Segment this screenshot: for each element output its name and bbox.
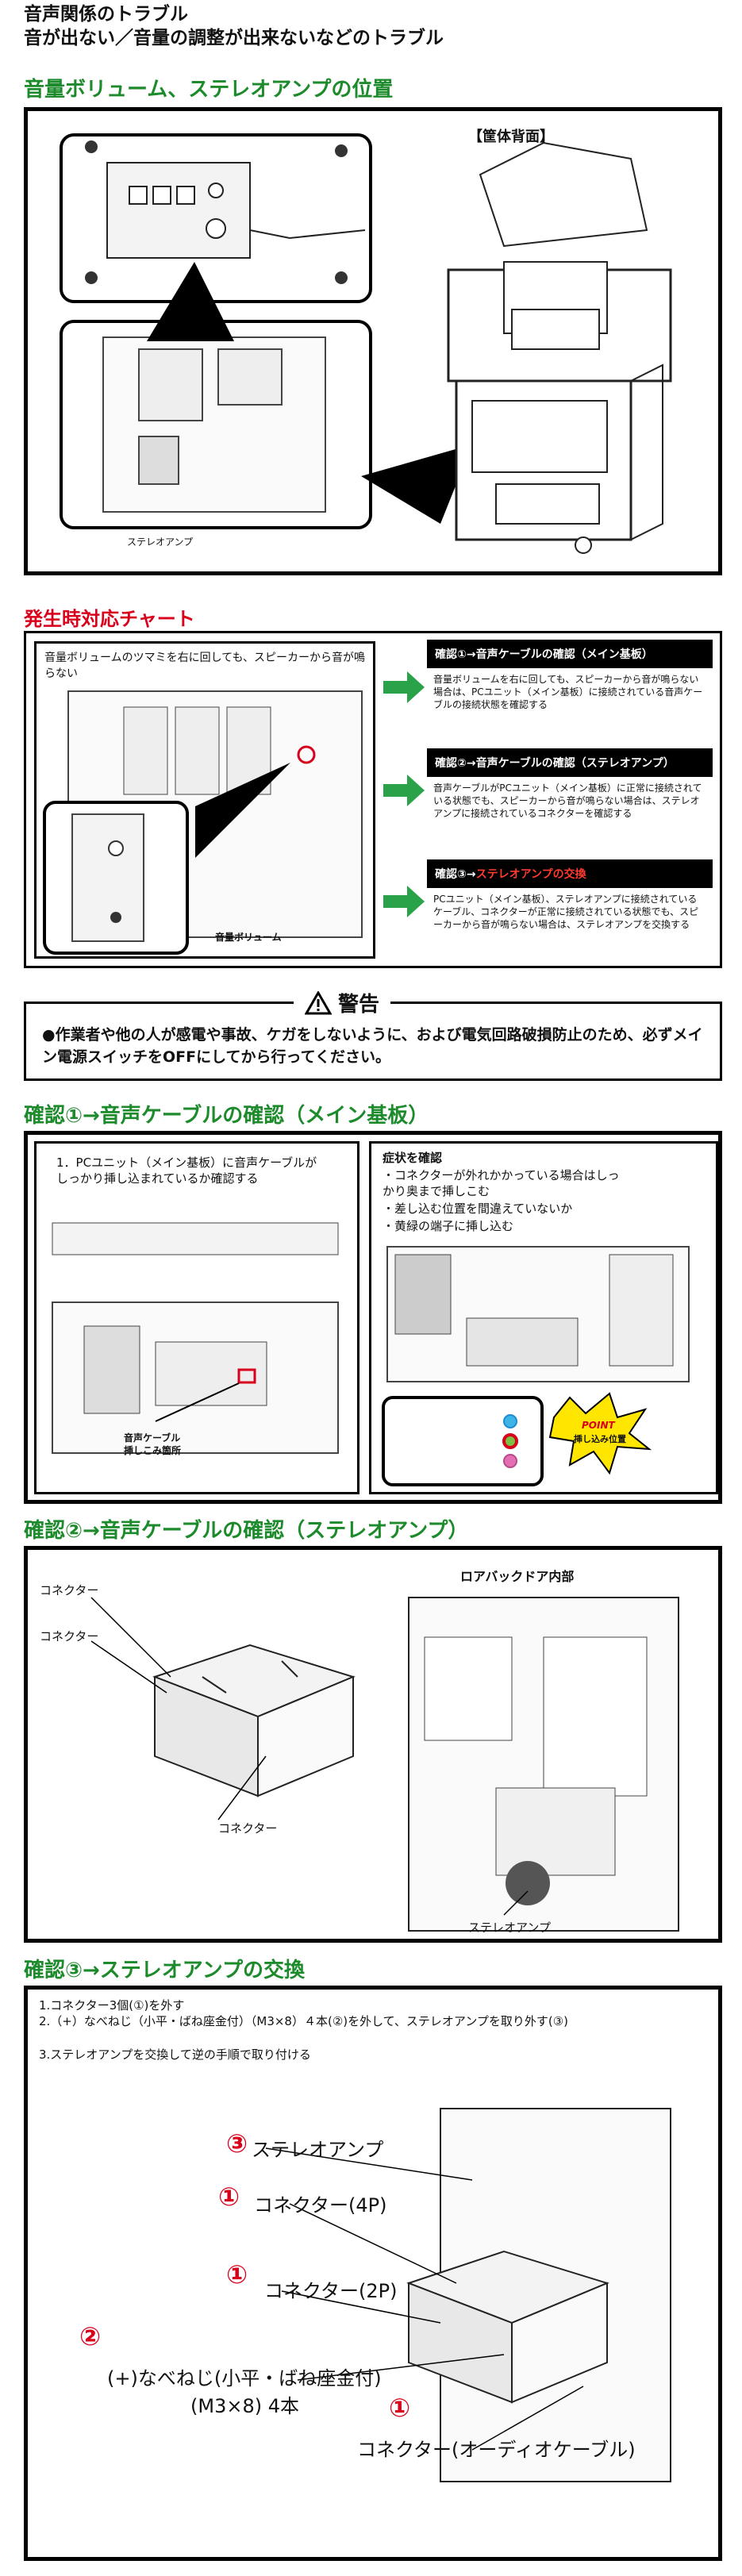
step3-body: PCユニット（メイン基板）、ステレオアンプに接続されているケーブル、コネクターが… [433, 894, 699, 930]
callout-3: ③ [226, 2128, 248, 2159]
section-title-location: 音量ボリューム、ステレオアンプの位置 [24, 78, 394, 102]
check2-amp-label: ステレオアンプ [468, 1920, 551, 1935]
check1-illustration [52, 1222, 339, 1454]
check3-title: 確認③→ステレオアンプの交換 [24, 1959, 305, 1982]
symptom-item-1: ・コネクターが外れかかっている場合はしっかり奥まで挿しこむ [383, 1168, 620, 1198]
warning-header: 警告 [294, 988, 391, 1017]
check3-step-2: 2.（+）なべねじ（小平・ばね座金付）（M3×8）４本(②)を外して、ステレオア… [39, 2014, 569, 2028]
arrow-step3-icon [383, 886, 425, 917]
insert-position-label: 音声ケーブル 挿しこみ箇所 [124, 1432, 182, 1456]
cabinet-rear-label: 【筐体背面】 [468, 129, 554, 145]
step1-body: 音量ボリュームを右に回しても、スピーカーから音が鳴らない場合は、PCユニット（メ… [433, 674, 703, 710]
pc-unit-illustration [382, 1246, 690, 1486]
callout-connector-audio: コネクター(オーディオケーブル) [357, 2439, 636, 2461]
warning-title: 警告 [338, 993, 380, 1017]
callout-connector-2p: コネクター(2P) [264, 2280, 398, 2302]
step3-heading: 確認③→ステレオアンプの交換 [427, 859, 713, 888]
check3-step-1: 1.コネクター3個(①)を外す [39, 1998, 185, 2013]
check2-panel: ロアバックドア内部 コネクター コネクター コネクター ステレオアンプ [24, 1546, 722, 1943]
location-illustration [60, 133, 672, 554]
check1-left: 1．PCユニット（メイン基板）に音声ケーブルがしっかり挿し込まれているか確認する… [34, 1141, 359, 1494]
callout-amp: ステレオアンプ [252, 2139, 384, 2161]
chart-step-3: 確認③→ステレオアンプの交換 PCユニット（メイン基板）、ステレオアンプに接続さ… [427, 859, 713, 936]
callout-1b: ① [226, 2259, 248, 2290]
chart-caption: 音量ボリュームのツマミを右に回しても、スピーカーから音が鳴らない [44, 652, 366, 680]
chart-step-1: 確認①→音声ケーブルの確認（メイン基板） 音量ボリュームを右に回しても、スピーカ… [427, 640, 713, 716]
lower-back-door-label: ロアバックドア内部 [460, 1569, 575, 1584]
symptom-title: 症状を確認 [383, 1151, 443, 1165]
callout-1a: ① [218, 2182, 240, 2212]
chart-diagram: 音量ボリュームのツマミを右に回しても、スピーカーから音が鳴らない 音量ボリューム [34, 641, 375, 959]
check3-illustration [265, 2108, 671, 2482]
step2-heading: 確認②→音声ケーブルの確認（ステレオアンプ） [427, 748, 713, 777]
callout-screw-1: (+)なべねじ(小平・ばね座金付) [107, 2367, 382, 2390]
arrow-step1-icon [383, 671, 425, 703]
check3-step-3: 3.ステレオアンプを交換して逆の手順で取り付ける [39, 2047, 311, 2062]
check1-step: 1．PCユニット（メイン基板）に音声ケーブルがしっかり挿し込まれているか確認する [56, 1155, 317, 1186]
callout-connector-4p: コネクター(4P) [254, 2194, 387, 2217]
check1-right: 症状を確認 ・コネクターが外れかかっている場合はしっかり奥まで挿しこむ ・差し込… [369, 1141, 718, 1494]
chart-title: 発生時対応チャート [24, 608, 195, 630]
check1-title: 確認①→音声ケーブルの確認（メイン基板） [24, 1104, 429, 1128]
point-sub-label: 挿し込み位置 [574, 1434, 626, 1444]
stereo-amp-label: ステレオアンプ [127, 536, 194, 548]
chart-panel: 音量ボリュームのツマミを右に回しても、スピーカーから音が鳴らない 音量ボリューム… [24, 631, 722, 968]
connector-label-3: コネクター [218, 1821, 278, 1836]
step2-body: 音声ケーブルがPCユニット（メイン基板）に正常に接続されている状態でも、スピーカ… [433, 782, 702, 819]
chart-step-2: 確認②→音声ケーブルの確認（ステレオアンプ） 音声ケーブルがPCユニット（メイン… [427, 748, 713, 825]
arrow-step2-icon [383, 775, 425, 806]
connector-label-1: コネクター [40, 1583, 99, 1598]
volume-knob-label: 音量ボリューム [215, 932, 282, 943]
connector-label-2: コネクター [40, 1629, 99, 1644]
chart-diagram-illustration [43, 690, 363, 955]
check1-panel: 1．PCユニット（メイン基板）に音声ケーブルがしっかり挿し込まれているか確認する… [24, 1131, 722, 1504]
step1-heading: 確認①→音声ケーブルの確認（メイン基板） [427, 640, 713, 668]
point-label: POINT [582, 1420, 615, 1431]
page-title: 音声関係のトラブル [24, 4, 188, 25]
symptom-item-2: ・差し込む位置を間違えていないか [383, 1201, 573, 1216]
page-subtitle: 音が出ない／音量の調整が出来ないなどのトラブル [24, 28, 444, 48]
symptom-item-3: ・黄緑の端子に挿し込む [383, 1219, 514, 1233]
location-panel: 【筐体背面】 ステレオアンプ [24, 107, 722, 575]
warning-text: ●作業者や他の人が感電や事故、ケガをしないように、および電気回路破損防止のため、… [42, 1026, 703, 1066]
warning-triangle-icon [305, 990, 332, 1014]
callout-2: ② [79, 2321, 102, 2351]
callout-screw-2: (M3×8) 4本 [190, 2395, 299, 2417]
callout-1c: ① [389, 2393, 411, 2423]
check2-title: 確認②→音声ケーブルの確認（ステレオアンプ） [24, 1519, 469, 1543]
check3-panel: 1.コネクター3個(①)を外す 2.（+）なべねじ（小平・ばね座金付）（M3×8… [24, 1986, 722, 2561]
check2-illustration [90, 1597, 679, 1932]
